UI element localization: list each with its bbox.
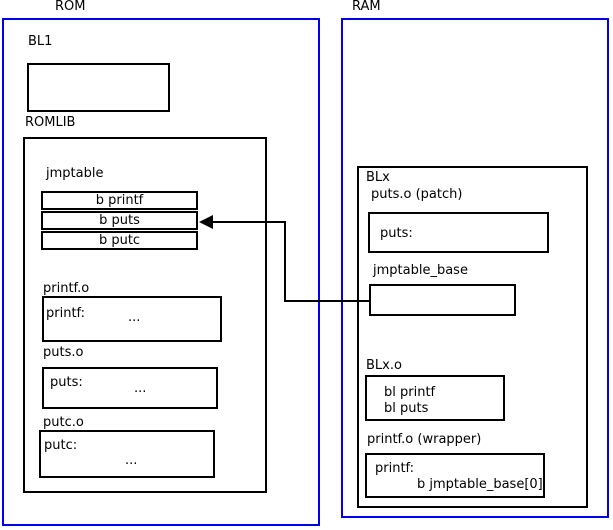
- puts-body-ellipsis: ...: [134, 381, 147, 396]
- arrow-segment-horizontal-upper: [211, 221, 286, 223]
- bl1-label: BL1: [28, 34, 53, 49]
- puts-o-box: puts: ...: [42, 367, 218, 409]
- putc-symbol: putc:: [44, 438, 78, 453]
- puts-patch-label: puts.o (patch): [371, 187, 463, 202]
- blx-o-line-bl-puts: bl puts: [384, 401, 429, 416]
- blx-box: [357, 166, 588, 508]
- puts-patch-box: puts:: [368, 212, 549, 253]
- arrow-head-left-icon: [199, 215, 213, 229]
- jmptable-row-b-printf: b printf: [41, 191, 198, 210]
- printf-body-ellipsis: ...: [128, 310, 141, 325]
- arrow-segment-horizontal-lower: [284, 300, 369, 302]
- jmptable-base-box: [369, 284, 516, 316]
- printf-o-label: printf.o: [43, 281, 90, 296]
- romlib-box: [23, 137, 267, 493]
- ram-label: RAM: [352, 0, 381, 14]
- jmptable-base-label: jmptable_base: [373, 263, 468, 278]
- puts-o-label: puts.o: [43, 345, 84, 360]
- putc-o-label: putc.o: [43, 415, 84, 430]
- blx-label: BLx: [366, 170, 390, 185]
- blx-o-box: bl printf bl puts: [365, 375, 505, 421]
- bl1-box: [27, 63, 170, 112]
- rom-label: ROM: [55, 0, 86, 14]
- rom-frame: [2, 18, 320, 526]
- printf-wrapper-symbol: printf:: [375, 461, 415, 476]
- arrow-segment-vertical: [284, 221, 286, 302]
- blx-o-label: BLx.o: [366, 358, 402, 373]
- printf-symbol: printf:: [46, 306, 86, 321]
- putc-body-ellipsis: ...: [125, 453, 138, 468]
- jmptable-row-b-puts: b puts: [41, 211, 198, 230]
- jmptable-label: jmptable: [46, 166, 104, 181]
- printf-wrapper-instruction: b jmptable_base[0]: [417, 477, 543, 492]
- printf-wrapper-box: printf: b jmptable_base[0]: [365, 453, 545, 498]
- romlib-label: ROMLIB: [25, 115, 76, 130]
- puts-patch-symbol: puts:: [380, 226, 413, 241]
- printf-o-box: printf: ...: [42, 296, 222, 342]
- putc-o-box: putc: ...: [39, 430, 215, 478]
- ram-frame: [341, 18, 609, 518]
- jmptable-row-b-putc: b putc: [41, 231, 198, 250]
- puts-symbol: puts:: [50, 375, 83, 390]
- printf-wrapper-label: printf.o (wrapper): [367, 432, 482, 447]
- blx-o-line-bl-printf: bl printf: [384, 385, 436, 400]
